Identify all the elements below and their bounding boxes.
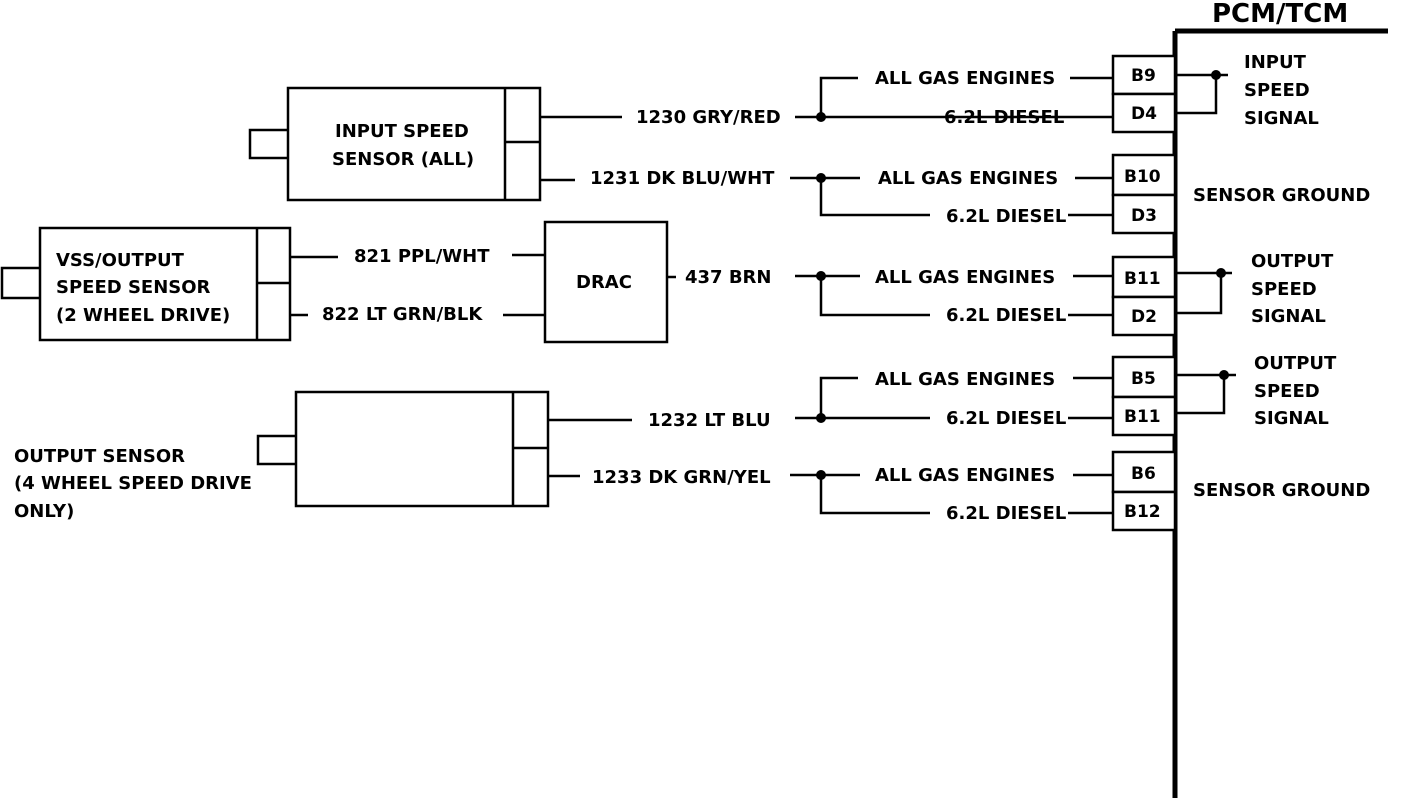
pin-label: B11 <box>1124 269 1161 289</box>
pin-label: B6 <box>1131 464 1156 484</box>
engine-label-gas: ALL GAS ENGINES <box>875 267 1055 288</box>
signal-output-speed-a-2: SPEED <box>1251 279 1317 300</box>
signal-input-speed-3: SIGNAL <box>1244 108 1319 129</box>
signal-output-speed-b-1: OUTPUT <box>1254 353 1337 374</box>
engine-label-gas: ALL GAS ENGINES <box>878 168 1058 189</box>
drac-module: DRAC <box>543 220 669 344</box>
engine-label-gas: ALL GAS ENGINES <box>875 68 1055 89</box>
engine-label-diesel: 6.2L DIESEL <box>946 206 1066 227</box>
signal-output-speed-a-3: SIGNAL <box>1251 306 1326 327</box>
vss-sensor-label-1: VSS/OUTPUT <box>56 250 185 271</box>
signal-input-speed-1: INPUT <box>1244 52 1307 73</box>
engine-label-gas: ALL GAS ENGINES <box>875 465 1055 486</box>
signal-output-speed-a-1: OUTPUT <box>1251 251 1334 272</box>
vss-output-speed-sensor: VSS/OUTPUT SPEED SENSOR (2 WHEEL DRIVE) <box>0 226 292 342</box>
pin-label: D2 <box>1131 307 1157 327</box>
input-sensor-label-1: INPUT SPEED <box>335 121 469 142</box>
pin-b6 <box>1111 450 1177 494</box>
wire-1231-label: 1231 DK BLU/WHT <box>590 168 775 189</box>
vss-sensor-label-3: (2 WHEEL DRIVE) <box>56 305 230 326</box>
wire-821-label: 821 PPL/WHT <box>354 246 490 267</box>
signal-output-speed-b-3: SIGNAL <box>1254 408 1329 429</box>
signal-output-speed-b-2: SPEED <box>1254 381 1320 402</box>
pcm-title: PCM/TCM <box>1212 0 1348 29</box>
output-sensor-stub <box>256 434 300 466</box>
pin-d3 <box>1111 193 1177 235</box>
vss-sensor-body <box>38 226 292 342</box>
drac-body <box>543 220 669 344</box>
engine-label-diesel: 6.2L DIESEL <box>946 503 1066 524</box>
output-sensor-body <box>294 390 550 508</box>
engine-label-diesel: 6.2L DIESEL <box>946 408 1066 429</box>
pin-b11-b <box>1111 395 1177 437</box>
pin-d4 <box>1111 92 1177 134</box>
wire-1230-label: 1230 GRY/RED <box>636 107 781 128</box>
vss-sensor-stub <box>0 266 44 300</box>
output-sensor-label-2: (4 WHEEL SPEED DRIVE <box>14 473 252 494</box>
pin-d2 <box>1111 295 1177 337</box>
input-sensor-stub <box>248 128 292 160</box>
engine-label-diesel: 6.2L DIESEL <box>944 107 1064 128</box>
pin-b12 <box>1111 490 1177 532</box>
output-sensor-4wd <box>256 390 550 508</box>
wire-1233-label: 1233 DK GRN/YEL <box>592 467 771 488</box>
vss-sensor-label-2: SPEED SENSOR <box>56 277 211 298</box>
pin-label: B12 <box>1124 502 1161 522</box>
pin-label: B5 <box>1131 369 1156 389</box>
input-speed-sensor: INPUT SPEED SENSOR (ALL) <box>248 86 542 202</box>
pin-label: D4 <box>1131 104 1157 124</box>
pin-b5 <box>1111 355 1177 399</box>
wire-822-label: 822 LT GRN/BLK <box>322 304 483 325</box>
input-sensor-body <box>286 86 542 202</box>
pcm-connector-pins: B9 D4 B10 D3 B11 D2 B5 B11 B6 B12 <box>1111 54 1177 532</box>
pin-label: B11 <box>1124 407 1161 427</box>
pin-b11 <box>1111 255 1177 299</box>
output-sensor-label-3: ONLY) <box>14 501 74 522</box>
drac-label: DRAC <box>576 272 632 293</box>
signal-sensor-ground-1: SENSOR GROUND <box>1193 185 1370 206</box>
pin-label: B9 <box>1131 66 1156 86</box>
signal-sensor-ground-2: SENSOR GROUND <box>1193 480 1370 501</box>
wire-1232-label: 1232 LT BLU <box>648 410 771 431</box>
pin-label: B10 <box>1124 167 1161 187</box>
engine-label-diesel: 6.2L DIESEL <box>946 305 1066 326</box>
wire-437-label: 437 BRN <box>685 267 771 288</box>
input-sensor-label-2: SENSOR (ALL) <box>332 149 474 170</box>
pin-label: D3 <box>1131 206 1157 226</box>
pin-b10 <box>1111 153 1177 197</box>
output-sensor-label-1: OUTPUT SENSOR <box>14 446 185 467</box>
engine-label-gas: ALL GAS ENGINES <box>875 369 1055 390</box>
signal-input-speed-2: SPEED <box>1244 80 1310 101</box>
